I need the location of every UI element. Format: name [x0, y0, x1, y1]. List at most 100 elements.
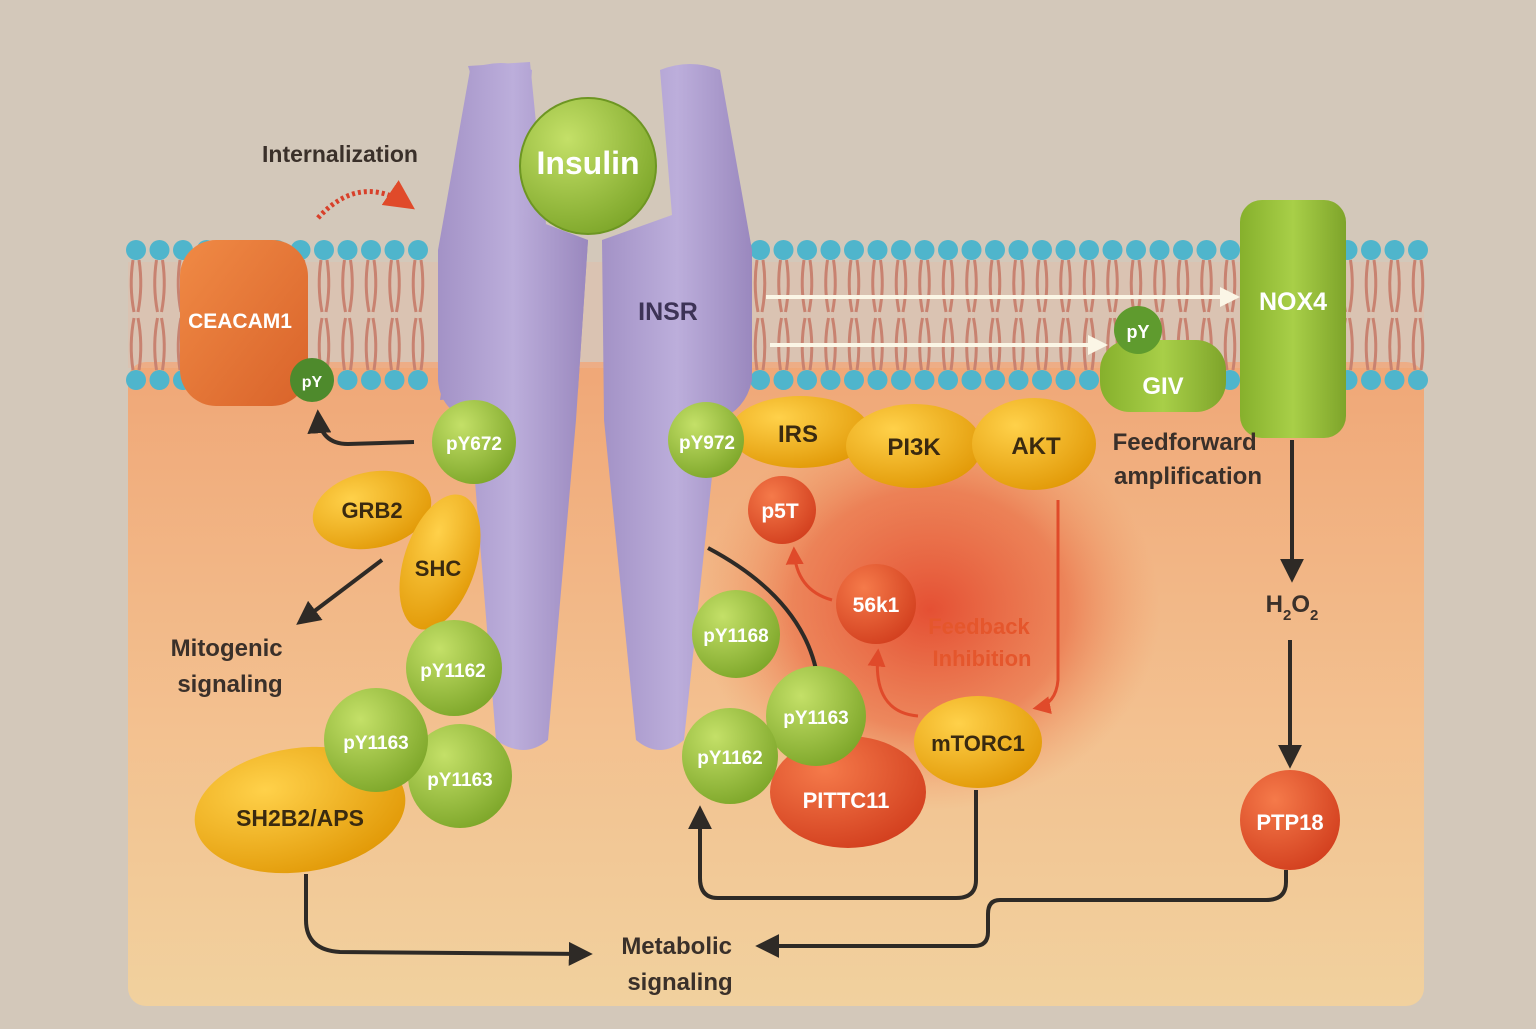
lipid-head-inner	[820, 370, 841, 390]
giv-phospho-label: pY	[1126, 322, 1149, 342]
lipid-head-outer	[867, 240, 888, 260]
site-right-py1163-label: pY1163	[783, 708, 849, 729]
ptp1b-node	[1240, 770, 1340, 870]
akt-protein	[972, 398, 1096, 490]
lipid-head-inner	[149, 370, 170, 390]
lipid-head-inner	[1008, 370, 1029, 390]
lipid-head-inner	[1032, 370, 1052, 390]
lipid-head-inner	[1079, 370, 1099, 390]
lipid-head-outer	[126, 240, 146, 260]
receptor-curve	[707, 546, 820, 681]
site-py672	[432, 400, 516, 484]
site-left-py1162-label: pY1162	[420, 661, 486, 682]
lipid-tail-inner	[1364, 317, 1378, 371]
site-left-py1163-b	[408, 724, 512, 828]
site-left-py1163-a-label: pY1163	[343, 733, 409, 754]
insulin-ligand	[519, 97, 657, 235]
ceacam1-protein	[180, 240, 308, 406]
lipid-tail-outer	[129, 259, 143, 313]
lipid-head-outer	[1032, 240, 1052, 260]
site-right-py1163	[766, 666, 866, 766]
lipid-tail-outer	[777, 259, 790, 313]
lipid-tail-outer	[871, 259, 884, 313]
lipid-tail-inner	[388, 317, 401, 371]
akt-to-mtorc1-arrow	[1032, 500, 1060, 714]
mtorc1-label: mTORC1	[931, 731, 1025, 756]
lipid-head-inner	[337, 370, 358, 390]
lipid-head-outer	[938, 240, 958, 260]
lipid-tail-outer	[341, 259, 354, 313]
lipid-tail-outer	[1200, 259, 1213, 313]
irs-protein	[730, 396, 870, 468]
site-left-py1163-b-label: pY1163	[427, 770, 493, 791]
lipid-head-outer	[1055, 240, 1076, 260]
lipid-tail-outer	[824, 259, 837, 313]
mitogenic-line2: signaling	[177, 671, 282, 698]
lipid-head-inner	[1384, 370, 1405, 390]
lipid-tail-outer	[894, 259, 908, 313]
lipid-tail-outer	[1411, 259, 1425, 313]
lipid-head-outer	[408, 240, 428, 260]
lipid-head-inner	[361, 370, 381, 390]
metabolic-line2: signaling	[627, 969, 732, 996]
s6k1-label: 56k1	[853, 594, 900, 617]
akt-label: AKT	[1011, 433, 1061, 460]
lipid-head-outer	[914, 240, 935, 260]
py672-to-ceacam1-arrow	[307, 409, 415, 447]
mitogenic-arrow	[296, 558, 384, 625]
site-py672-label: pY672	[446, 434, 502, 455]
mtorc1-to-s6k1-arrow	[867, 648, 919, 718]
lipid-head-outer	[844, 240, 864, 260]
lipid-head-inner	[961, 370, 982, 390]
lipid-head-outer	[1384, 240, 1405, 260]
insr-beta-left	[438, 63, 588, 750]
lipid-head-inner	[867, 370, 888, 390]
internalization-arrow	[316, 180, 415, 220]
metabolic-label: Metabolic signaling	[621, 933, 738, 996]
membrane-core	[128, 262, 1424, 368]
p5t-label: p5T	[761, 500, 799, 523]
ptp1b-label: PTP18	[1256, 810, 1323, 835]
lipid-tail-outer	[941, 259, 955, 313]
lipid-head-inner	[1361, 370, 1381, 390]
mitogenic-line1: Mitogenic	[171, 635, 283, 662]
lipid-tail-inner	[153, 317, 166, 371]
site-py972-label: pY972	[679, 433, 735, 454]
lipid-head-inner	[797, 370, 817, 390]
lipid-head-inner	[773, 370, 794, 390]
lipid-tail-outer	[388, 259, 401, 313]
lipid-tail-inner	[1411, 317, 1425, 371]
feedback-line2: Inhibition	[933, 646, 1032, 671]
pittc11-label: PITTC11	[803, 788, 890, 813]
lipid-head-outer	[1220, 240, 1240, 260]
site-py1168-label: pY1168	[703, 626, 769, 647]
lipid-tail-outer	[1223, 259, 1237, 313]
lipid-head-outer	[797, 240, 817, 260]
giv-protein	[1100, 340, 1226, 412]
lipid-tail-outer	[965, 259, 978, 313]
ceacam1-phospho	[290, 358, 334, 402]
sh2b2-label: SH2B2/APS	[236, 805, 364, 831]
lipid-tail-inner	[364, 317, 378, 371]
site-py972	[668, 402, 744, 478]
ceacam1-phospho-label: pY	[302, 374, 323, 391]
feedforward-label: Feedforward amplification	[1113, 429, 1264, 490]
grb2-label: GRB2	[341, 498, 402, 523]
shc-label: SHC	[415, 556, 462, 581]
site-left-py1163-a	[324, 688, 428, 792]
lipid-tail-outer	[753, 259, 767, 313]
lipid-head-inner	[1408, 370, 1428, 390]
lipid-tail-outer	[847, 259, 861, 313]
lipid-head-outer	[1149, 240, 1170, 260]
lipid-tail-inner	[411, 317, 425, 371]
feedforward-line1: Feedforward	[1113, 429, 1257, 456]
site-left-py1162	[406, 620, 502, 716]
lipid-head-inner	[126, 370, 146, 390]
lipid-head-inner	[1055, 370, 1076, 390]
lipid-tail-outer	[918, 259, 931, 313]
lipid-tail-outer	[364, 259, 378, 313]
lipid-tail-inner	[753, 317, 767, 371]
lipid-head-outer	[149, 240, 170, 260]
lipid-head-outer	[750, 240, 770, 260]
